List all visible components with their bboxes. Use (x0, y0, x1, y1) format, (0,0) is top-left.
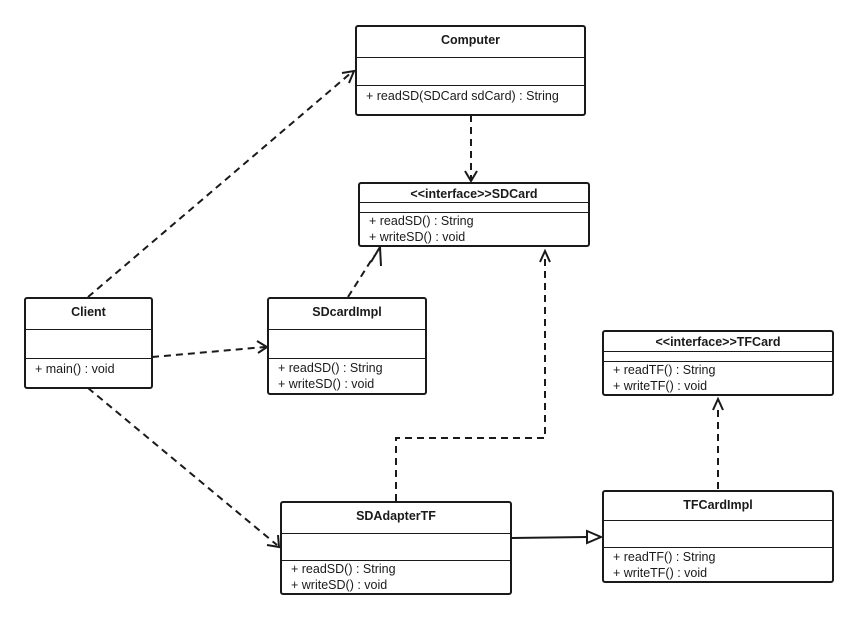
class-name: SDcardImpl (269, 299, 425, 330)
class-sdadaptertf[interactable]: SDAdapterTF + readSD() : String + writeS… (280, 501, 512, 595)
relation-sdcardimpl-sdcard (347, 243, 382, 298)
attributes-compartment (604, 521, 832, 548)
operation: + writeSD() : void (291, 578, 388, 592)
operations-compartment: + readTF() : String + writeTF() : void (604, 548, 832, 581)
attributes-compartment (360, 203, 588, 213)
operation: + readSD() : String (369, 214, 474, 228)
operation: + readSD() : String (291, 562, 396, 576)
attributes-compartment (604, 352, 832, 362)
relation-computer-sdcard (464, 115, 478, 183)
interface-tfcard[interactable]: <<interface>>TFCard + readTF() : String … (602, 330, 834, 396)
operation: + writeTF() : void (613, 566, 708, 580)
attributes-compartment (357, 58, 584, 86)
operation: + writeSD() : void (278, 377, 375, 391)
class-name: SDAdapterTF (282, 503, 510, 534)
operation: + writeTF() : void (613, 379, 708, 393)
relation-sdadaptertf-tfcardimpl (511, 529, 604, 545)
operation: + readTF() : String (613, 363, 716, 377)
relation-client-computer (87, 69, 356, 298)
class-name: <<interface>>TFCard (604, 332, 832, 353)
class-computer[interactable]: Computer + readSD(SDCard sdCard) : Strin… (355, 25, 586, 116)
operation: + readSD() : String (278, 361, 383, 375)
operations-compartment: + readSD() : String + writeSD() : void (360, 213, 588, 245)
operations-compartment: + readSD() : String + writeSD() : void (269, 359, 425, 393)
operation: + writeSD() : void (369, 230, 466, 244)
class-name: Computer (357, 27, 584, 58)
operations-compartment: + readSD() : String + writeSD() : void (282, 561, 510, 593)
relation-sdadaptertf-sdcard (395, 248, 551, 501)
attributes-compartment (282, 534, 510, 561)
class-sdcardimpl[interactable]: SDcardImpl + readSD() : String + writeSD… (267, 297, 427, 395)
class-client[interactable]: Client + main() : void (24, 297, 153, 389)
class-name: TFCardImpl (604, 492, 832, 522)
operation: + main() : void (35, 362, 115, 376)
class-name: Client (26, 299, 151, 330)
class-tfcardimpl[interactable]: TFCardImpl + readTF() : String + writeTF… (602, 490, 834, 583)
operations-compartment: + readTF() : String + writeTF() : void (604, 362, 832, 394)
relation-client-sdcardimpl (151, 340, 269, 358)
operation: + readSD(SDCard sdCard) : String (366, 89, 559, 103)
class-name: <<interface>>SDCard (360, 184, 588, 204)
operation: + readTF() : String (613, 550, 716, 564)
attributes-compartment (26, 330, 151, 359)
relation-tfcardimpl-tfcard (712, 396, 724, 489)
relation-client-sdadaptertf (87, 387, 281, 549)
attributes-compartment (269, 330, 425, 359)
operations-compartment: + readSD(SDCard sdCard) : String (357, 86, 584, 114)
operations-compartment: + main() : void (26, 359, 151, 387)
interface-sdcard[interactable]: <<interface>>SDCard + readSD() : String … (358, 182, 590, 247)
